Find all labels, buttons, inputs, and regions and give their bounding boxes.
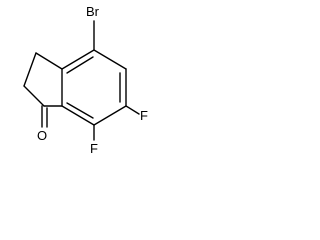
chemical-structure-diagram: Br F F O xyxy=(23,4,148,156)
bond-ring-bottom-left-inner xyxy=(66,102,94,119)
bond-ring-top-left-inner xyxy=(66,56,94,74)
bond-ring-bottom-left xyxy=(61,105,95,126)
bond-ring-top-right xyxy=(93,49,127,70)
atom-f-lower: F xyxy=(90,141,98,156)
atom-br: Br xyxy=(86,4,100,19)
bond-ch2-ch2 xyxy=(23,52,37,87)
bond-ch2-carbonyl xyxy=(23,85,45,107)
atom-f-upper: F xyxy=(140,108,148,123)
atom-o: O xyxy=(37,128,47,143)
bond-ring-top-left xyxy=(61,49,95,70)
structure-canvas: Br F F O xyxy=(0,0,178,178)
bond-ring-bottom-right xyxy=(93,105,127,126)
bond-c6-f xyxy=(125,105,140,115)
bond-c3-ch2 xyxy=(35,52,63,70)
